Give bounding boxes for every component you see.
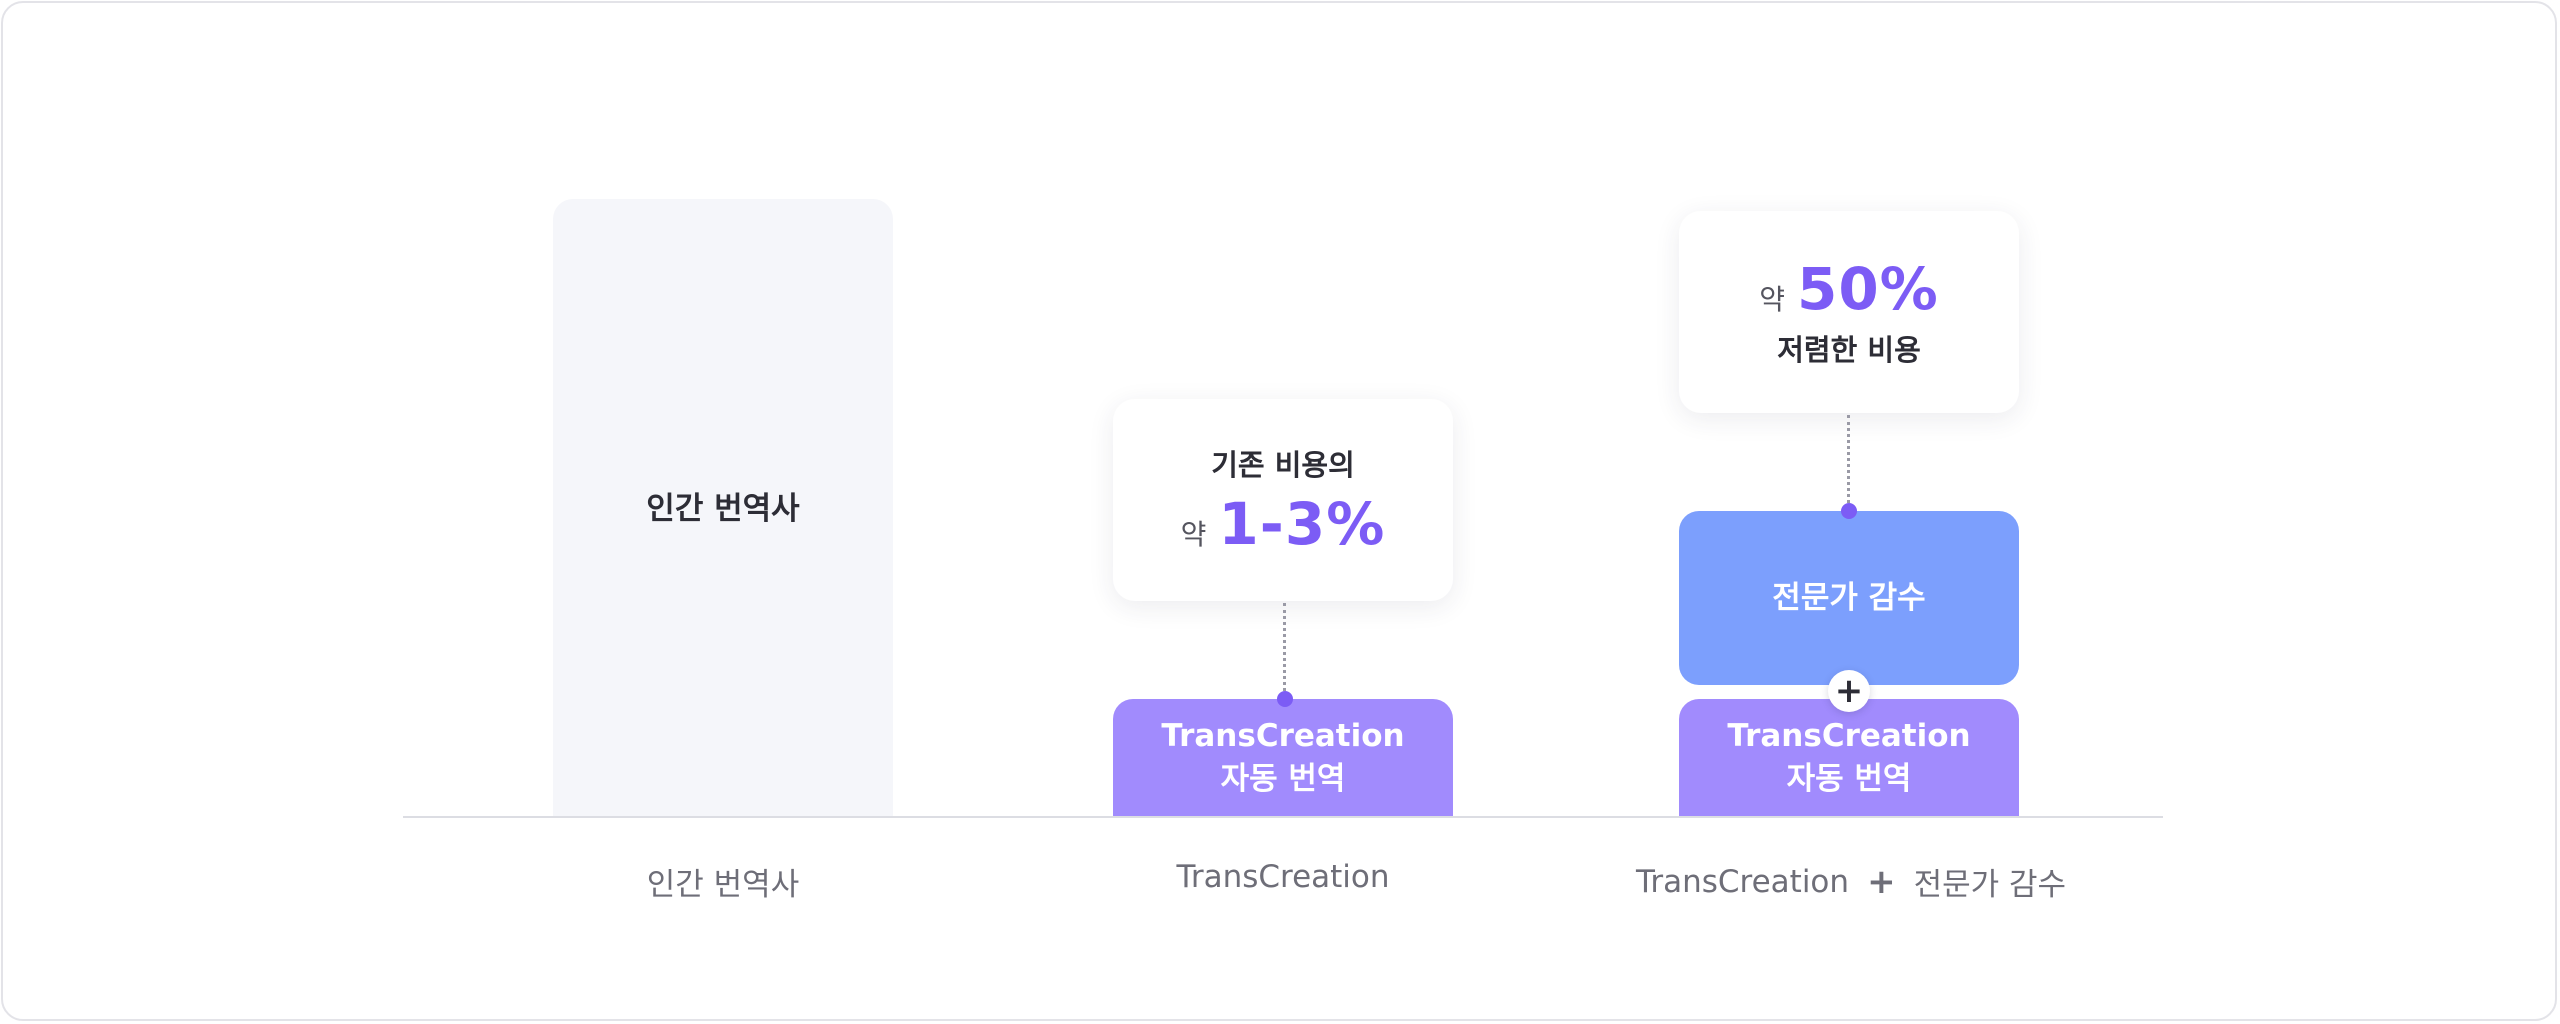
callout-tc-connector: [1283, 603, 1286, 697]
x-label-combo-a: TransCreation: [1635, 863, 1850, 900]
bar-segment-expert-review: 전문가 감수: [1679, 511, 2019, 685]
x-label-tc-text: TransCreation: [1176, 859, 1390, 895]
callout-combo-value: 50%: [1796, 255, 1939, 323]
callout-tc-value: 1-3%: [1218, 490, 1386, 558]
bar-transcreation: TransCreation 자동 번역: [1113, 699, 1453, 817]
x-label-human: 인간 번역사: [647, 859, 799, 904]
callout-combo-cost: 약 50% 저렴한 비용: [1679, 211, 2019, 413]
bar-tc-label-line2: 자동 번역: [1220, 761, 1346, 797]
bar-tc-label-line1: TransCreation: [1161, 718, 1405, 754]
bar-expert-label: 전문가 감수: [1772, 579, 1926, 616]
x-label-combo: TransCreation + 전문가 감수: [1636, 859, 2066, 904]
callout-combo-line2: 저렴한 비용: [1777, 333, 1921, 367]
x-label-human-text: 인간 번역사: [646, 867, 800, 903]
callout-combo-value-row: 약 50%: [1759, 255, 1939, 323]
callout-combo-dot: [1841, 503, 1857, 519]
bar-tc2-label-line2: 자동 번역: [1786, 761, 1912, 797]
bar-tc2-label-line1: TransCreation: [1727, 718, 1971, 754]
bar-segment-transcreation: TransCreation 자동 번역: [1679, 699, 2019, 817]
plus-circle-icon: +: [1828, 670, 1870, 712]
callout-combo-prefix: 약: [1759, 283, 1785, 316]
callout-tc-prefix: 약: [1180, 518, 1207, 551]
callout-tc-dot: [1277, 691, 1293, 707]
bar-human-label: 인간 번역사: [646, 490, 800, 527]
callout-tc-value-row: 약 1-3%: [1181, 490, 1386, 558]
x-axis-baseline: [403, 816, 2163, 818]
x-label-plus-icon: +: [1867, 861, 1896, 902]
plus-circle-glyph: +: [1834, 671, 1864, 711]
x-label-transcreation: TransCreation: [1176, 859, 1389, 895]
bar-human-translator: 인간 번역사: [553, 199, 893, 817]
x-label-combo-b: 전문가 감수: [1913, 867, 2067, 903]
callout-combo-connector: [1847, 415, 1850, 509]
callout-transcreation-cost: 기존 비용의 약 1-3%: [1113, 399, 1453, 601]
callout-tc-line1: 기존 비용의: [1211, 448, 1355, 482]
